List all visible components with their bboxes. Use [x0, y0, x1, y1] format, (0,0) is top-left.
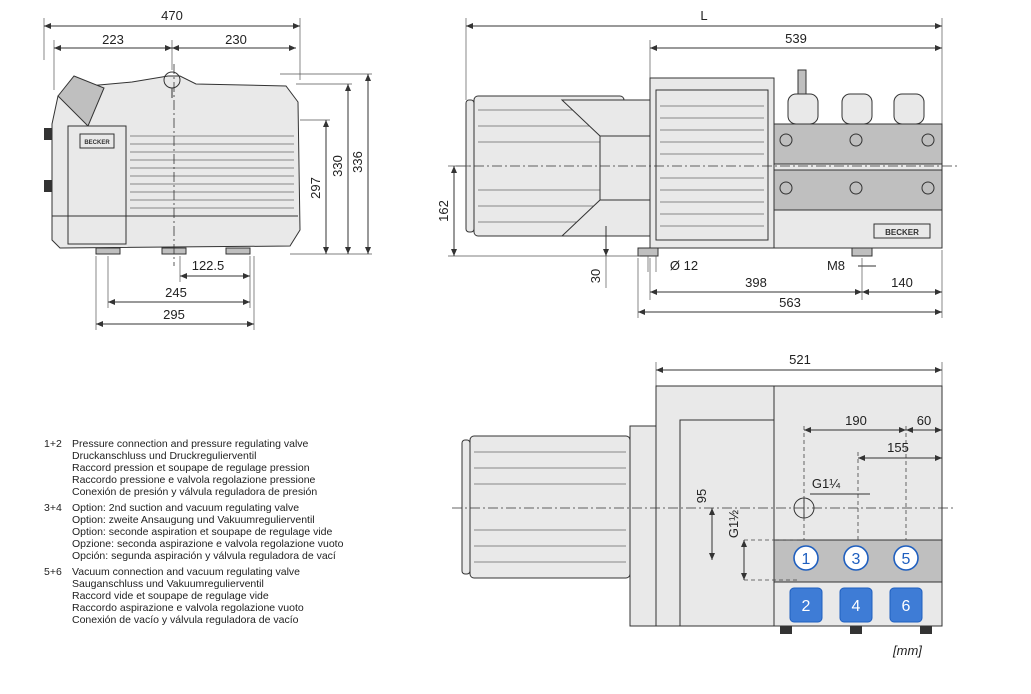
port-2: 2 — [789, 587, 823, 623]
pump-fins-front — [660, 105, 764, 227]
dim-295: 295 — [163, 307, 185, 322]
legend-line: Raccordo pressione e valvola regolazione… — [72, 474, 316, 486]
legend-group-3-4: 3+4 Option: 2nd suction and vacuum regul… — [44, 502, 404, 562]
port-6: 6 — [889, 587, 923, 623]
dim-30: 30 — [588, 269, 603, 283]
front-view: L 539 — [436, 8, 960, 318]
legend-line: Option: seconde aspiration et soupape de… — [72, 526, 333, 538]
dim-122-5: 122.5 — [192, 258, 225, 273]
dim-60: 60 — [917, 413, 931, 428]
dim-thread-m8: M8 — [827, 258, 845, 273]
dim-539: 539 — [785, 31, 807, 46]
port-legend: 1+2 Pressure connection and pressure reg… — [44, 438, 404, 630]
legend-group-5-6: 5+6 Vacuum connection and vacuum regulat… — [44, 566, 404, 626]
dim-L: L — [700, 8, 707, 23]
dim-223: 223 — [102, 32, 124, 47]
dim-297: 297 — [308, 177, 323, 199]
legend-line: Raccordo aspirazione e valvola regolazio… — [72, 602, 304, 614]
dim-230: 230 — [225, 32, 247, 47]
port-1: 1 — [793, 545, 819, 571]
brand-plate-front: BECKER — [885, 228, 919, 237]
dim-155: 155 — [887, 440, 909, 455]
port-3: 3 — [843, 545, 869, 571]
dim-245: 245 — [165, 285, 187, 300]
top-view: 521 190 60 — [452, 352, 956, 634]
dim-thread-g112: G1½ — [726, 510, 741, 538]
port-4: 4 — [839, 587, 873, 623]
legend-line: Vacuum connection and vacuum regulating … — [72, 566, 301, 578]
legend-line: Raccord vide et soupape de regulage vide — [72, 590, 269, 602]
dim-190: 190 — [845, 413, 867, 428]
legend-line: Pressure connection and pressure regulat… — [72, 438, 309, 450]
dim-thread-g114: G1¼ — [812, 476, 840, 491]
svg-text:6: 6 — [902, 598, 911, 615]
dim-521: 521 — [789, 352, 811, 367]
legend-line: Druckanschluss und Druckregulierventil — [72, 450, 257, 462]
legend-group-1-2: 1+2 Pressure connection and pressure reg… — [44, 438, 404, 498]
dim-95: 95 — [694, 489, 709, 503]
legend-key: 5+6 — [44, 566, 62, 578]
cooling-fins-side — [130, 135, 294, 209]
legend-line: Sauganschluss und Vakuumregulierventil — [72, 578, 264, 590]
dim-140: 140 — [891, 275, 913, 290]
svg-text:2: 2 — [802, 598, 811, 615]
legend-line: Option: zweite Ansaugung und Vakuumregul… — [72, 514, 315, 526]
dim-470: 470 — [161, 8, 183, 23]
legend-line: Conexión de vacío y válvula reguladora d… — [72, 614, 299, 626]
dim-336: 336 — [350, 151, 365, 173]
dim-398: 398 — [745, 275, 767, 290]
side-view: 470 223 230 BECKER — [43, 8, 372, 330]
legend-line: Conexión de presión y válvula reguladora… — [72, 486, 318, 498]
legend-line: Raccord pression et soupape de regulage … — [72, 462, 310, 474]
unit-label: [mm] — [893, 643, 922, 658]
svg-text:1: 1 — [802, 551, 811, 568]
dim-162: 162 — [436, 200, 451, 222]
legend-line: Option: 2nd suction and vacuum regulatin… — [72, 502, 300, 514]
svg-text:3: 3 — [852, 551, 861, 568]
legend-key: 1+2 — [44, 438, 62, 450]
dim-563: 563 — [779, 295, 801, 310]
port-5: 5 — [893, 545, 919, 571]
svg-text:4: 4 — [852, 598, 861, 615]
dim-330: 330 — [330, 155, 345, 177]
legend-key: 3+4 — [44, 502, 62, 514]
legend-line: Opzione: seconda aspirazione e valvola r… — [72, 538, 344, 550]
dim-hole-diameter: Ø 12 — [670, 258, 698, 273]
legend-line: Opción: segunda aspiración y válvula reg… — [72, 550, 336, 562]
svg-text:5: 5 — [902, 551, 911, 568]
brand-plate-side: BECKER — [84, 140, 110, 146]
